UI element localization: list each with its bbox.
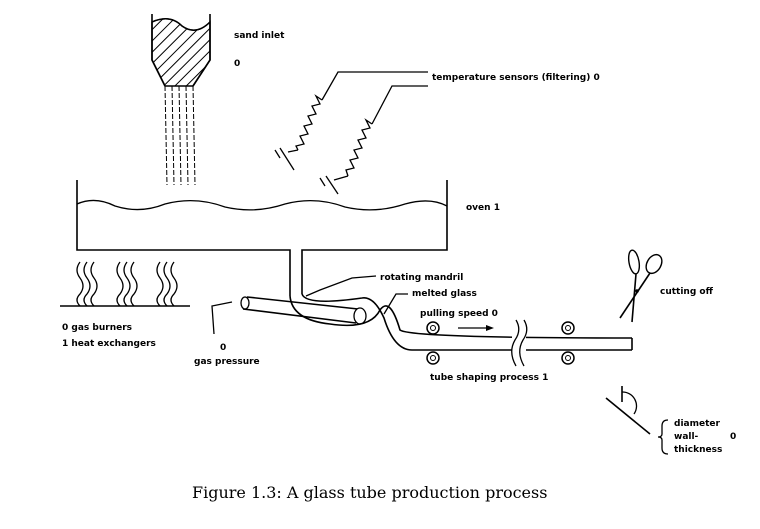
figure-caption: Figure 1.3: A glass tube production proc… xyxy=(192,483,547,502)
rotating-mandril xyxy=(240,296,367,325)
melted-glass-pointer xyxy=(383,293,408,315)
temperature-sensor-2 xyxy=(319,85,428,195)
tube-break-symbol xyxy=(511,319,528,367)
temperature-sensors-label: temperature sensors (filtering) 0 xyxy=(432,73,600,83)
sand-inlet-value: 0 xyxy=(234,59,240,69)
sand-stream xyxy=(164,85,196,186)
gas-pressure-value: 0 xyxy=(220,343,226,353)
diameter-value: 0 xyxy=(730,432,736,442)
gas-burners xyxy=(60,261,190,307)
scissors-icon xyxy=(619,249,663,323)
tube-shaping-label: tube shaping process 1 xyxy=(430,373,548,383)
heat-exchangers-label: 1 heat exchangers xyxy=(62,339,156,349)
gas-burners-label: 0 gas burners xyxy=(62,323,132,333)
mandril-pointer xyxy=(305,275,377,297)
gauge-icon xyxy=(605,386,651,435)
gas-pressure-label: gas pressure xyxy=(194,357,260,367)
rotating-mandril-label: rotating mandril xyxy=(380,273,463,283)
pulling-speed-label: pulling speed 0 xyxy=(420,309,498,319)
measurement-brace xyxy=(657,419,669,455)
pulling-rollers xyxy=(426,321,575,365)
pulling-direction-arrow xyxy=(458,325,494,331)
wall-label: wall- xyxy=(674,432,699,442)
gas-pressure-pointer xyxy=(211,301,233,335)
cutting-off-label: cutting off xyxy=(660,287,714,297)
oven-label: oven 1 xyxy=(466,203,500,213)
glass-tube xyxy=(289,293,633,351)
melted-glass-label: melted glass xyxy=(412,289,477,299)
temperature-sensor-1 xyxy=(274,71,428,171)
sand-hopper xyxy=(151,14,211,87)
thickness-label: thickness xyxy=(674,445,722,455)
sand-inlet-label: sand inlet xyxy=(234,31,285,41)
diameter-label: diameter xyxy=(674,419,720,429)
oven xyxy=(76,180,448,296)
